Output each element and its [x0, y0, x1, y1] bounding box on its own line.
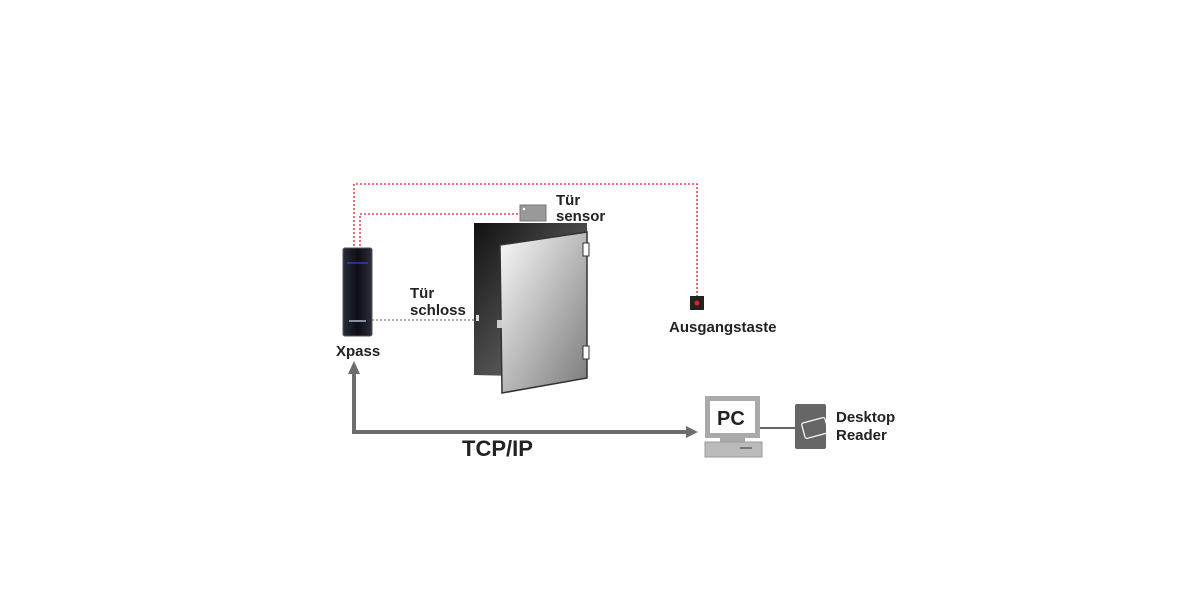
- tcpip-connection-arrow: [348, 361, 698, 438]
- pc-icon: [704, 396, 763, 458]
- door-sensor-icon: [519, 204, 547, 222]
- door-lock-label: schloss: [410, 302, 466, 319]
- door-sensor-wire: [359, 213, 520, 250]
- xpass-device-icon: [342, 247, 373, 337]
- exit-button-wire: [353, 183, 698, 300]
- door-lock-label: Tür: [410, 285, 434, 302]
- desktop-reader-icon: [795, 404, 829, 449]
- device-label: Xpass: [336, 343, 380, 360]
- network-label: TCP/IP: [462, 436, 533, 461]
- desktop-reader-label: Desktop: [836, 409, 895, 426]
- pc-label: PC: [717, 408, 745, 430]
- exit-button-light: [694, 300, 700, 306]
- door-sensor-indicator: [522, 207, 526, 211]
- door-icon: [474, 223, 590, 394]
- desktop-reader-label: Reader: [836, 427, 887, 444]
- door-sensor-label: sensor: [556, 208, 605, 225]
- door-sensor-label: Tür: [556, 192, 580, 209]
- exit-button-label: Ausgangstaste: [669, 319, 777, 336]
